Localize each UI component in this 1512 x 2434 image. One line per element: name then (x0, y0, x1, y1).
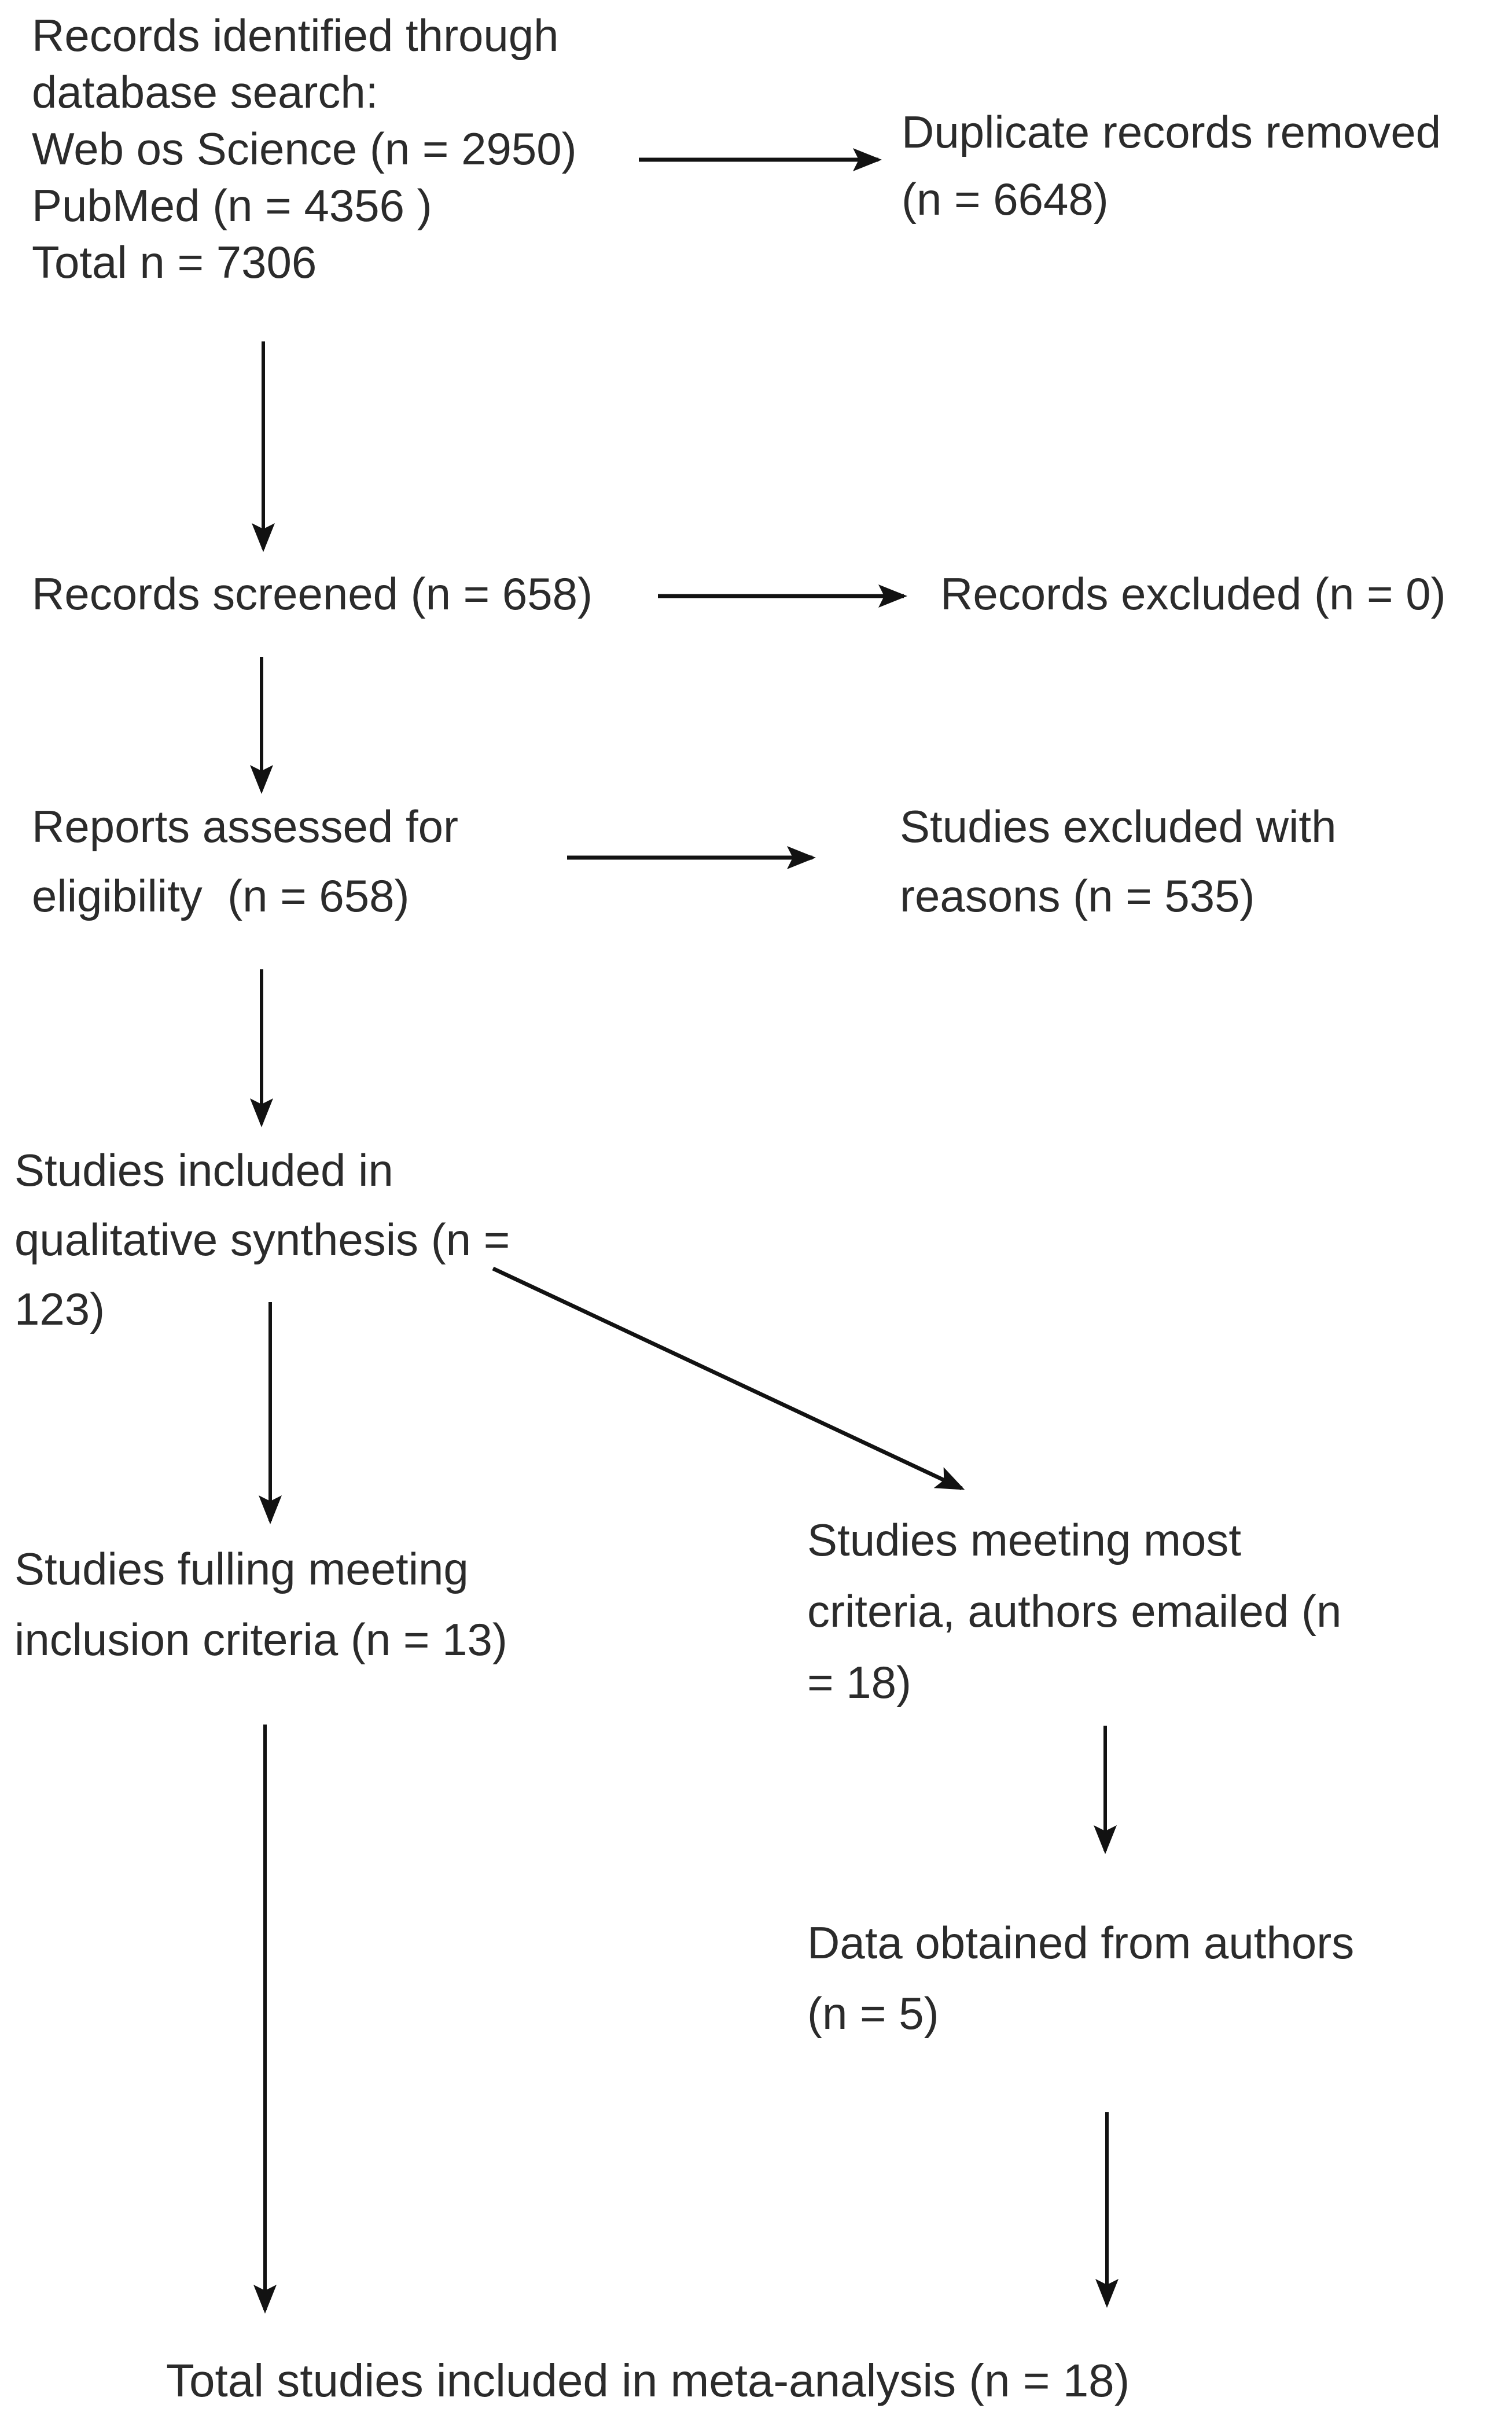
node-full-inclusion: Studies fulling meeting inclusion criter… (14, 1534, 507, 1675)
node-line: Duplicate records removed (902, 106, 1441, 157)
node-line: qualitative synthesis (n = (14, 1214, 510, 1265)
node-most-criteria-emailed: Studies meeting most criteria, authors e… (807, 1505, 1341, 1718)
node-line: (n = 6648) (902, 174, 1109, 225)
node-total-included: Total studies included in meta-analysis … (166, 2347, 1130, 2414)
node-line: Studies excluded with (900, 801, 1337, 852)
node-line: Total n = 7306 (32, 237, 317, 288)
node-line: reasons (n = 535) (900, 870, 1255, 921)
node-line: Web os Science (n = 2950) (32, 123, 577, 174)
node-line: inclusion criteria (n = 13) (14, 1614, 507, 1665)
node-reports-assessed: Reports assessed for eligibility (n = 65… (32, 792, 458, 931)
node-line: Records excluded (n = 0) (940, 568, 1446, 619)
node-line: criteria, authors emailed (n (807, 1586, 1342, 1637)
node-line: (n = 5) (807, 1988, 939, 2039)
node-line: database search: (32, 67, 378, 117)
node-line: eligibility (n = 658) (32, 870, 410, 921)
node-line: Records screened (n = 658) (32, 568, 593, 619)
node-duplicates-removed: Duplicate records removed (n = 6648) (902, 98, 1441, 233)
node-line: 123) (14, 1284, 105, 1334)
node-line: Studies fulling meeting (14, 1543, 469, 1594)
node-line: Data obtained from authors (807, 1917, 1355, 1968)
node-line: Reports assessed for (32, 801, 459, 852)
node-line: Total studies included in meta-analysis … (166, 2355, 1130, 2406)
node-line: Studies included in (14, 1145, 393, 1196)
node-records-screened: Records screened (n = 658) (32, 560, 593, 627)
node-line: PubMed (n = 4356 ) (32, 180, 432, 231)
node-line: Records identified through (32, 10, 559, 61)
node-records-identified: Records identified through database sear… (32, 7, 577, 291)
node-studies-excluded-reasons: Studies excluded with reasons (n = 535) (900, 792, 1336, 931)
node-line: Studies meeting most (807, 1514, 1242, 1565)
node-qualitative-synthesis: Studies included in qualitative synthesi… (14, 1135, 510, 1344)
node-line: = 18) (807, 1657, 911, 1708)
arrow-qualitative-to-most-criteria (492, 1266, 965, 1491)
node-records-excluded: Records excluded (n = 0) (940, 560, 1446, 627)
node-data-obtained: Data obtained from authors (n = 5) (807, 1907, 1354, 2049)
